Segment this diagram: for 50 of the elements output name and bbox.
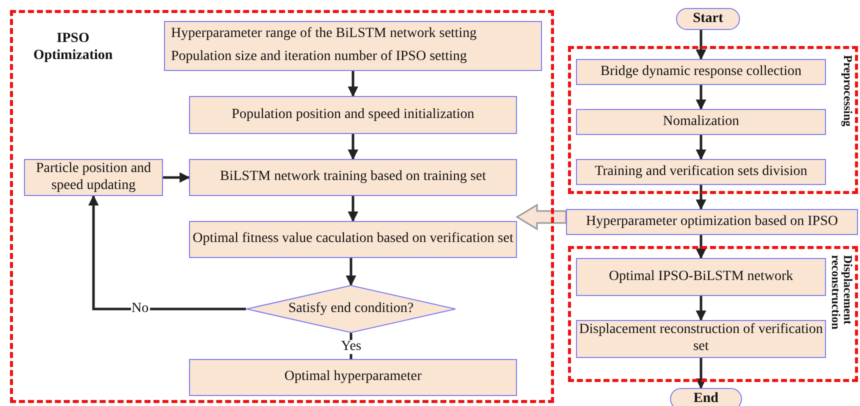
process-box	[24, 159, 163, 196]
process-box	[189, 359, 517, 396]
box-label: Optimal fitness value caculation based on verification set	[192, 231, 514, 248]
arrow	[696, 30, 706, 60]
process-box	[576, 159, 826, 185]
process-box	[189, 159, 517, 196]
box-label: Displacement reconstruction of verification set	[578, 322, 824, 356]
arrow	[348, 196, 358, 222]
decision-diamond	[246, 285, 456, 333]
box-label: Hyperparameter range of the BiLSTM network setting	[171, 26, 477, 43]
box-label: Nomalization	[662, 114, 740, 130]
box-label: Population position and speed initialization	[232, 106, 474, 124]
box-label: Population size and iteration number of IPSO setting	[171, 49, 467, 66]
process-box	[566, 209, 858, 235]
box-label: BiLSTM network training based on training set	[220, 169, 486, 186]
process-box	[164, 21, 542, 71]
dashed-group-frame	[10, 10, 554, 403]
terminal-box	[670, 388, 742, 406]
box-label: Particle position and speed updating	[34, 160, 152, 194]
arrow	[696, 296, 706, 322]
arrow	[348, 134, 358, 160]
box-label: Satisfy end condition?	[288, 301, 414, 317]
arrow	[348, 71, 358, 98]
arrow	[163, 172, 190, 183]
process-box	[189, 221, 517, 258]
process-box	[576, 258, 826, 296]
box-label: Hyperparameter optimization based on IPSO	[586, 214, 838, 230]
box-label: Optimal IPSO-BiLSTM network	[608, 268, 794, 286]
dashed-group-frame	[568, 246, 858, 382]
process-box	[576, 109, 826, 135]
process-box	[189, 96, 517, 134]
arrow	[696, 85, 706, 110]
arrow	[346, 258, 356, 286]
group-heading: Preprocessing	[842, 55, 854, 129]
edge-label: Yes	[340, 340, 362, 354]
arrow	[696, 235, 706, 260]
block-arrow	[516, 204, 567, 230]
box-label: Bridge dynamic response collection	[600, 64, 802, 80]
box-label: End	[694, 391, 718, 406]
box-label: Optimal hyperparameter	[284, 369, 422, 386]
arrow	[88, 194, 246, 310]
terminal-box	[676, 8, 740, 30]
process-box	[576, 59, 826, 85]
dashed-group-frame	[568, 46, 858, 194]
arrow	[696, 185, 706, 210]
box-label: Start	[692, 11, 724, 27]
arrow	[696, 135, 706, 160]
group-heading: IPSO Optimization	[32, 31, 114, 65]
group-heading: Displacement reconstruction	[830, 255, 854, 332]
box-label: Training and verification sets division	[594, 164, 808, 180]
